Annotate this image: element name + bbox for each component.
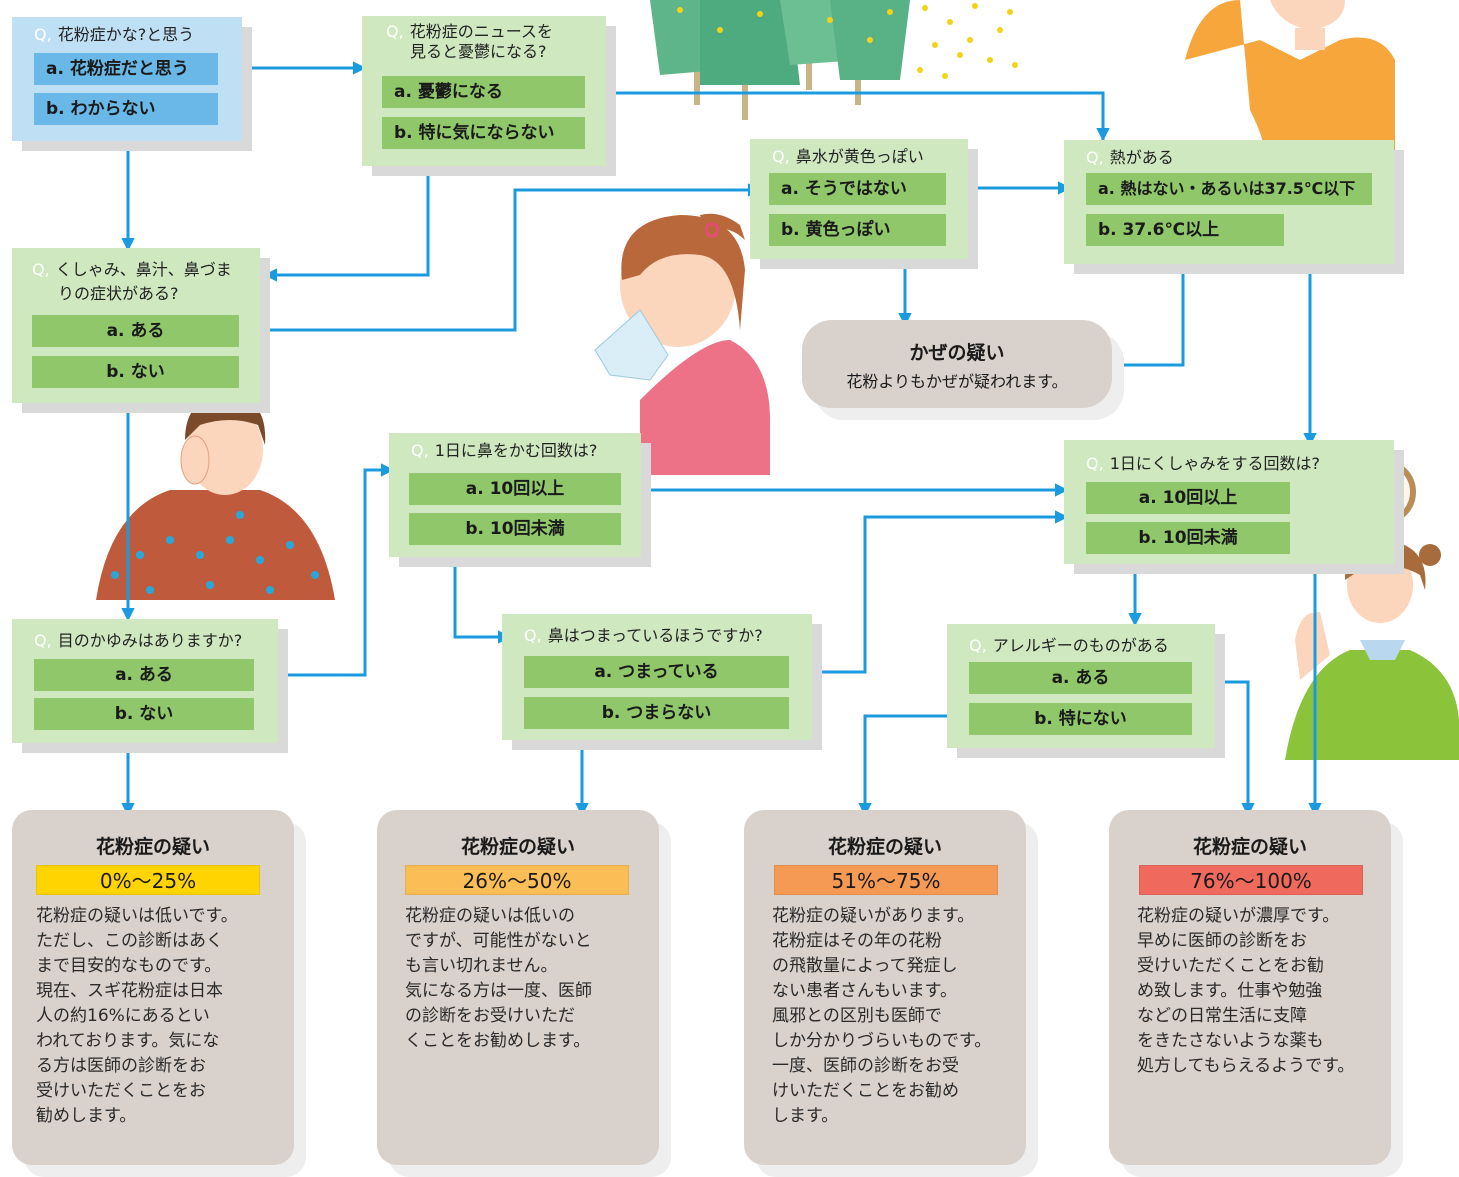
question-text: Q,鼻はつまっているほうですか? [524,626,763,645]
option-less-than-10[interactable]: b. 10回未満 [1086,522,1290,554]
option-dont-care[interactable]: b. 特に気にならない [382,117,585,149]
question-box-news-gloomy: Q,花粉症のニュースを 見ると憂鬱になる? a. 憂鬱になる b. 特に気になら… [362,16,606,166]
question-text-line2: 見ると憂鬱になる? [410,42,547,61]
result-title: かぜの疑い [909,342,1005,364]
option-stuffy[interactable]: a. つまっている [524,656,789,688]
question-text: Q,くしゃみ、鼻汁、鼻づま [32,260,232,279]
question-box-itchy-eyes: Q,目のかゆみはありますか? a. ある b. ない [12,619,278,743]
question-box-nose-blowing: Q,1日に鼻をかむ回数は? a. 10回以上 b. 10回未満 [389,433,641,557]
option-not-stuffy[interactable]: b. つまらない [524,697,789,729]
option-yellow[interactable]: b. 黄色っぽい [769,214,946,246]
question-box-allergy: Q,アレルギーのものがある a. ある b. 特にない [947,624,1215,748]
option-think-hay-fever[interactable]: a. 花粉症だと思う [34,53,218,85]
question-box-fever: Q,熱がある a. 熱はない・あるいは37.5℃以下 b. 37.6℃以上 [1064,140,1394,264]
percent-badge: 26%〜50% [405,865,629,895]
result-description: 花粉症の疑いは低いです。 ただし、この診断はあく まで目安的なものです。 現在、… [36,906,238,1126]
result-title: 花粉症の疑い [460,836,575,858]
option-not-yellow[interactable]: a. そうではない [769,173,946,205]
question-text: Q,花粉症のニュースを [386,22,553,41]
option-no[interactable]: b. ない [34,698,254,730]
result-title: 花粉症の疑い [1192,836,1307,858]
result-high: 花粉症の疑い 76%〜100% 花粉症の疑いが濃厚です。 早めに医師の診断をお … [1109,810,1391,1165]
question-text: Q,花粉症かな?と思う [34,25,195,44]
question-text: Q,1日にくしゃみをする回数は? [1086,454,1321,473]
question-text: Q,1日に鼻をかむ回数は? [411,441,598,460]
result-description: 花粉症の疑いは低いの ですが、可能性がないと も言い切れません。 気になる方は一… [405,906,592,1051]
percent-badge: 76%〜100% [1139,865,1363,895]
option-yes[interactable]: a. ある [969,662,1192,694]
result-description: 花粉症の疑いがあります。 花粉症はその年の花粉 の飛散量によって発症し ない患者… [772,906,992,1126]
option-yes[interactable]: a. ある [34,659,254,691]
option-no-fever[interactable]: a. 熱はない・あるいは37.5℃以下 [1086,173,1372,205]
result-title: 花粉症の疑い [827,836,942,858]
question-text-line2: りの症状がある? [58,284,179,303]
woman-with-tissue-illustration [594,213,770,475]
question-box-hay-fever-suspicion: Q,花粉症かな?と思う a. 花粉症だと思う b. わからない [12,17,242,141]
option-high-fever[interactable]: b. 37.6℃以上 [1086,214,1284,246]
question-text: Q,熱がある [1086,148,1174,167]
option-10-or-more[interactable]: a. 10回以上 [409,473,621,505]
option-10-or-more[interactable]: a. 10回以上 [1086,482,1290,514]
question-text: Q,鼻水が黄色っぽい [772,147,924,166]
option-none[interactable]: b. 特にない [969,703,1192,735]
option-no[interactable]: b. ない [32,356,239,388]
option-not-sure[interactable]: b. わからない [34,93,218,125]
result-description: 花粉症の疑いが濃厚です。 早めに医師の診断をお 受けいただくことをお勧 め致しま… [1137,906,1355,1076]
question-box-yellow-nasal: Q,鼻水が黄色っぽい a. そうではない b. 黄色っぽい [750,139,968,259]
question-box-sneeze-count: Q,1日にくしゃみをする回数は? a. 10回以上 b. 10回未満 [1064,440,1394,564]
question-text: Q,アレルギーのものがある [969,636,1169,655]
result-low: 花粉症の疑い 0%〜25% 花粉症の疑いは低いです。 ただし、この診断はあく ま… [12,810,294,1165]
man-rubbing-eye-illustration [96,395,335,600]
result-title: 花粉症の疑い [95,836,210,858]
result-moderate-high: 花粉症の疑い 51%〜75% 花粉症の疑いがあります。 花粉症はその年の花粉 の… [744,810,1026,1165]
option-yes[interactable]: a. ある [32,315,239,347]
percent-badge: 51%〜75% [774,865,998,895]
question-box-stuffy-nose: Q,鼻はつまっているほうですか? a. つまっている b. つまらない [502,614,812,740]
person-orange-sweater-illustration [1185,0,1395,155]
question-box-sneeze-symptoms: Q,くしゃみ、鼻汁、鼻づま りの症状がある? a. ある b. ない [12,248,260,403]
result-moderate-low: 花粉症の疑い 26%〜50% 花粉症の疑いは低いの ですが、可能性がないと も言… [377,810,659,1165]
option-feel-gloomy[interactable]: a. 憂鬱になる [382,76,585,108]
result-cold: かぜの疑い 花粉よりもかぜが疑われます。 [802,320,1112,408]
result-subtitle: 花粉よりもかぜが疑われます。 [846,372,1068,391]
percent-badge: 0%〜25% [36,865,260,895]
pollen-dots [677,3,1018,79]
option-less-than-10[interactable]: b. 10回未満 [409,513,621,545]
question-text: Q,目のかゆみはありますか? [34,631,243,650]
